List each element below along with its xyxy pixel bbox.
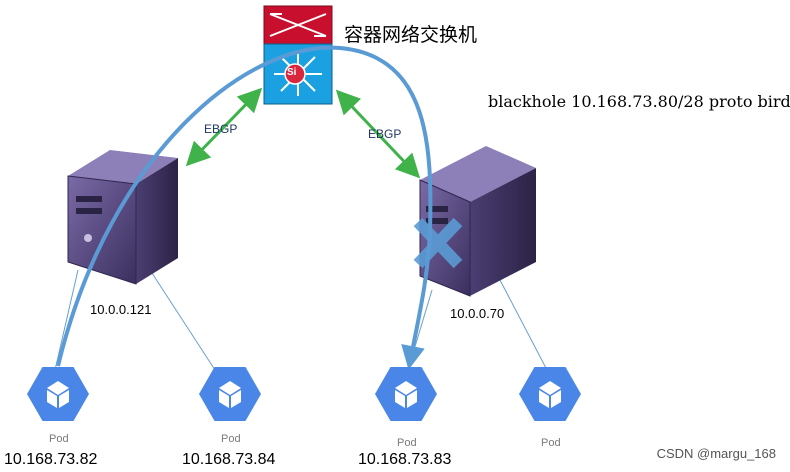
pod-icon-4 bbox=[519, 367, 581, 421]
csdn-watermark: CSDN @margu_168 bbox=[656, 446, 776, 461]
pod-icon-1 bbox=[27, 367, 89, 421]
node-pod-links bbox=[54, 269, 548, 371]
switch-badge: Si bbox=[287, 67, 297, 78]
switch-title: 容器网络交换机 bbox=[344, 24, 478, 46]
traffic-path bbox=[56, 45, 433, 370]
server-right-icon bbox=[419, 146, 536, 297]
switch-icon bbox=[263, 5, 333, 105]
blackhole-route-note: blackhole 10.168.73.80/28 proto bird bbox=[488, 92, 790, 111]
ebgp-arrow-right bbox=[335, 89, 421, 179]
pod-caption-4: Pod bbox=[541, 437, 561, 449]
pod-ip-2: 10.168.73.84 bbox=[182, 451, 276, 468]
pod-icon-3 bbox=[375, 367, 437, 421]
ebgp-arrow-left bbox=[185, 87, 263, 167]
server-left-icon bbox=[67, 150, 178, 285]
pod-ip-3: 10.168.73.83 bbox=[358, 451, 452, 468]
pod-caption-2: Pod bbox=[221, 433, 241, 445]
ebgp-label-left: EBGP bbox=[204, 122, 238, 136]
ebgp-label-right: EBGP bbox=[368, 127, 402, 141]
pod-caption-3: Pod bbox=[397, 437, 417, 449]
blackhole-cross-icon bbox=[413, 217, 463, 269]
node-ip-right: 10.0.0.70 bbox=[450, 306, 505, 321]
pod-caption-1: Pod bbox=[49, 433, 69, 445]
node-ip-left: 10.0.0.121 bbox=[90, 302, 152, 317]
pod-ip-1: 10.168.73.82 bbox=[4, 451, 98, 468]
pod-icon-2 bbox=[199, 367, 261, 421]
